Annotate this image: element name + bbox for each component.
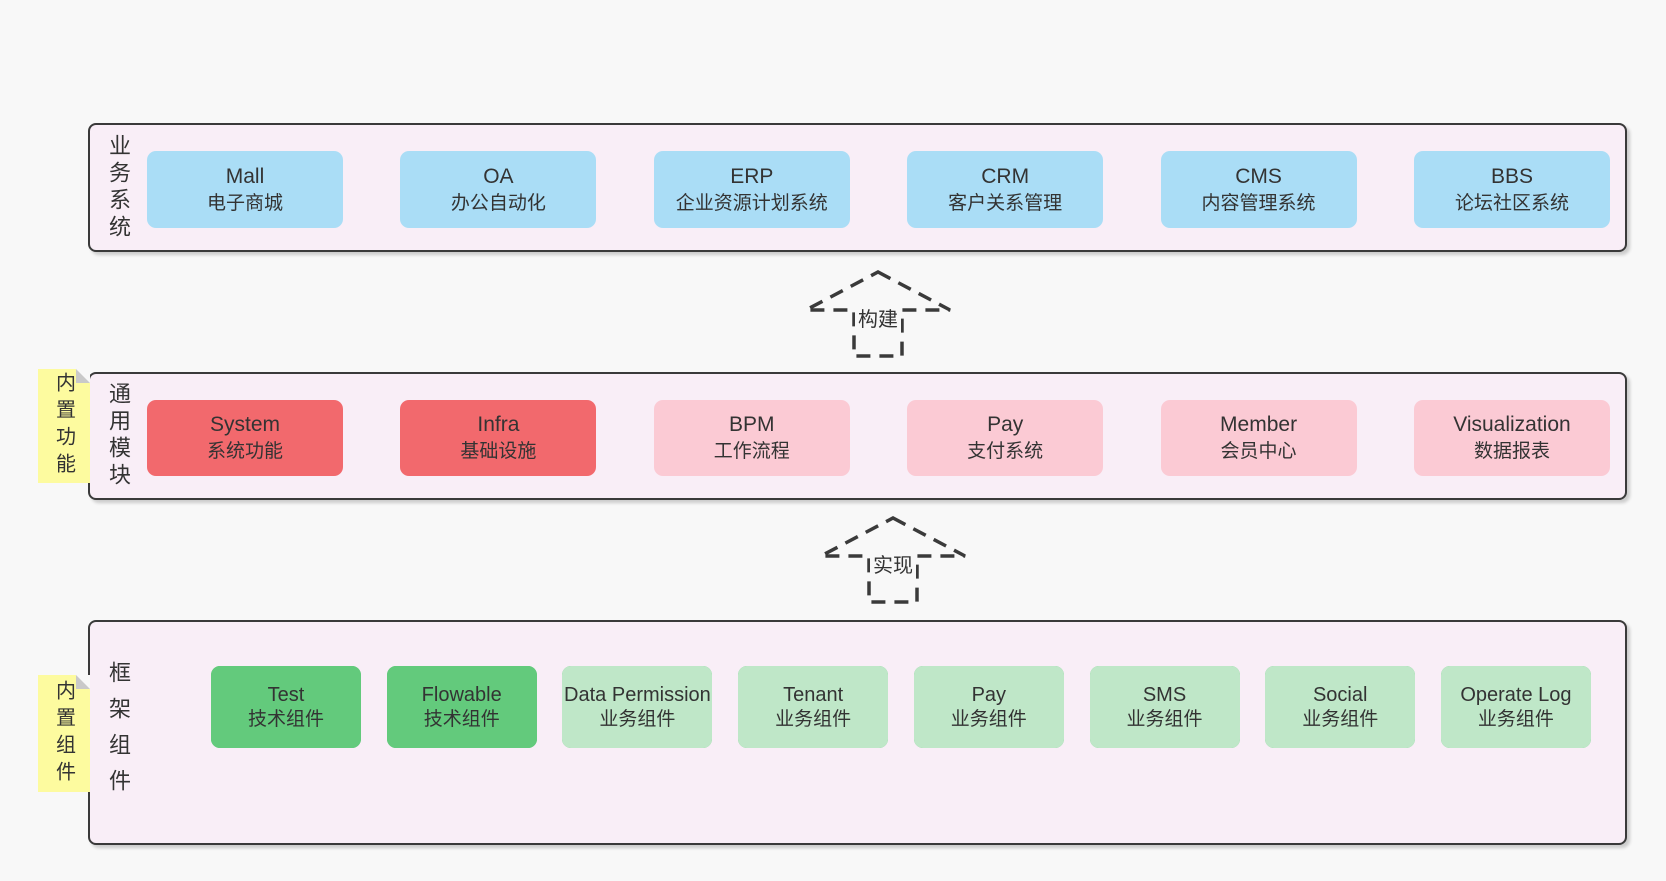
box-title: BPM bbox=[729, 413, 775, 436]
box-title: Infra bbox=[477, 413, 520, 436]
build-arrow-label: 构建 bbox=[855, 302, 901, 333]
box-subtitle: 工作流程 bbox=[713, 441, 790, 463]
module-box-bbs: BBS 论坛社区系统 bbox=[1413, 151, 1610, 228]
sticky-note-builtin-functions: 内置功能 bbox=[38, 369, 90, 483]
box-subtitle: 业务组件 bbox=[599, 708, 676, 730]
box-title: System bbox=[209, 413, 280, 436]
module-box-cms: CMS 内容管理系统 bbox=[1160, 151, 1357, 228]
framework-components-rows: Web技术组件Security技术组件MyBatis技术组件Redis技术组件M… bbox=[154, 640, 1606, 823]
implement-arrow-label: 实现 bbox=[870, 548, 916, 579]
box-title: Social bbox=[1312, 683, 1368, 706]
box-title: Member bbox=[1220, 413, 1298, 436]
module-box-member: Member 会员中心 bbox=[1160, 400, 1357, 476]
box-subtitle: 内容管理系统 bbox=[1201, 192, 1316, 214]
sticky-note-text: 内置组件 bbox=[52, 679, 75, 788]
box-subtitle: 电子商城 bbox=[206, 192, 283, 214]
box-title: Test bbox=[267, 683, 305, 706]
build-arrow-up: 构建 bbox=[803, 270, 953, 358]
module-box-mall: Mall 电子商城 bbox=[147, 151, 343, 228]
folded-corner-icon bbox=[76, 675, 90, 689]
box-subtitle: 技术组件 bbox=[423, 708, 500, 730]
box-subtitle: 企业资源计划系统 bbox=[675, 192, 828, 214]
box-subtitle: 办公自动化 bbox=[450, 192, 546, 214]
up-arrow-icon bbox=[805, 270, 951, 358]
box-title: CRM bbox=[981, 164, 1030, 188]
box-title: Tenant bbox=[783, 683, 844, 706]
box-subtitle: 业务组件 bbox=[1126, 708, 1203, 730]
sticky-note-builtin-components: 内置组件 bbox=[38, 675, 90, 792]
box-subtitle: 客户关系管理 bbox=[948, 192, 1063, 214]
box-subtitle: 数据报表 bbox=[1473, 441, 1550, 463]
up-arrow-icon bbox=[820, 516, 966, 604]
layer-framework-components: 内置组件 框架组件 Web技术组件Security技术组件MyBatis技术组件… bbox=[38, 620, 1627, 845]
module-box-system: System 系统功能 bbox=[147, 400, 343, 476]
box-title: BBS bbox=[1490, 164, 1533, 188]
box-title: Pay bbox=[971, 683, 1007, 706]
box-title: OA bbox=[483, 164, 514, 188]
box-subtitle: 论坛社区系统 bbox=[1454, 192, 1569, 214]
box-title: Mall bbox=[225, 164, 265, 188]
implement-arrow-up: 实现 bbox=[818, 516, 968, 604]
module-box-infra: Infra 基础设施 bbox=[400, 400, 597, 476]
box-title: Visualization bbox=[1453, 413, 1571, 436]
box-subtitle: 业务组件 bbox=[1302, 708, 1379, 730]
box-title: Flowable bbox=[421, 683, 502, 706]
box-title: Operate Log bbox=[1460, 683, 1572, 706]
module-box-crm: CRM 客户关系管理 bbox=[907, 151, 1104, 228]
box-subtitle: 基础设施 bbox=[460, 441, 537, 463]
layer-label-business-systems: 业务系统 bbox=[106, 133, 131, 242]
common-modules-boxes: System 系统功能 Infra 基础设施 BPM 工作流程 Pay 支付系统 Member 会… bbox=[147, 400, 1610, 476]
box-subtitle: 业务组件 bbox=[775, 708, 852, 730]
module-box-oa: OA 办公自动化 bbox=[400, 151, 597, 228]
box-subtitle: 业务组件 bbox=[950, 708, 1027, 730]
box-subtitle: 会员中心 bbox=[1220, 441, 1297, 463]
folded-corner-icon bbox=[76, 369, 90, 383]
box-title: Data Permission bbox=[564, 683, 711, 706]
layer-common-modules: 内置功能 通用模块 System 系统功能 Infra 基础设施 BPM 工作流程 Pay 支… bbox=[38, 369, 1627, 500]
business-systems-boxes: Mall 电子商城 OA 办公自动化 ERP 企业资源计划系统 CRM 客户关系管理 CMS 内容… bbox=[147, 151, 1610, 228]
module-box-pay: Pay 支付系统 bbox=[907, 400, 1104, 476]
layer-business-systems: 业务系统 Mall 电子商城 OA 办公自动化 ERP 企业资源计划系统 CRM 客户关系管理… bbox=[88, 123, 1627, 252]
box-subtitle: 支付系统 bbox=[967, 441, 1044, 463]
box-title: ERP bbox=[730, 164, 774, 188]
module-box-erp: ERP 企业资源计划系统 bbox=[653, 151, 850, 228]
module-box-bpm: BPM 工作流程 bbox=[653, 400, 850, 476]
module-box-visualization: Visualization 数据报表 bbox=[1413, 400, 1610, 476]
box-subtitle: 技术组件 bbox=[247, 708, 324, 730]
box-title: CMS bbox=[1235, 164, 1282, 188]
box-subtitle: 系统功能 bbox=[206, 441, 283, 463]
box-subtitle: 业务组件 bbox=[1477, 708, 1554, 730]
layer-label-framework-components: 框架组件 bbox=[106, 660, 131, 805]
box-title: Pay bbox=[987, 413, 1024, 436]
box-title: SMS bbox=[1142, 683, 1187, 706]
sticky-note-text: 内置功能 bbox=[52, 372, 75, 480]
layer-label-common-modules: 通用模块 bbox=[106, 382, 131, 490]
